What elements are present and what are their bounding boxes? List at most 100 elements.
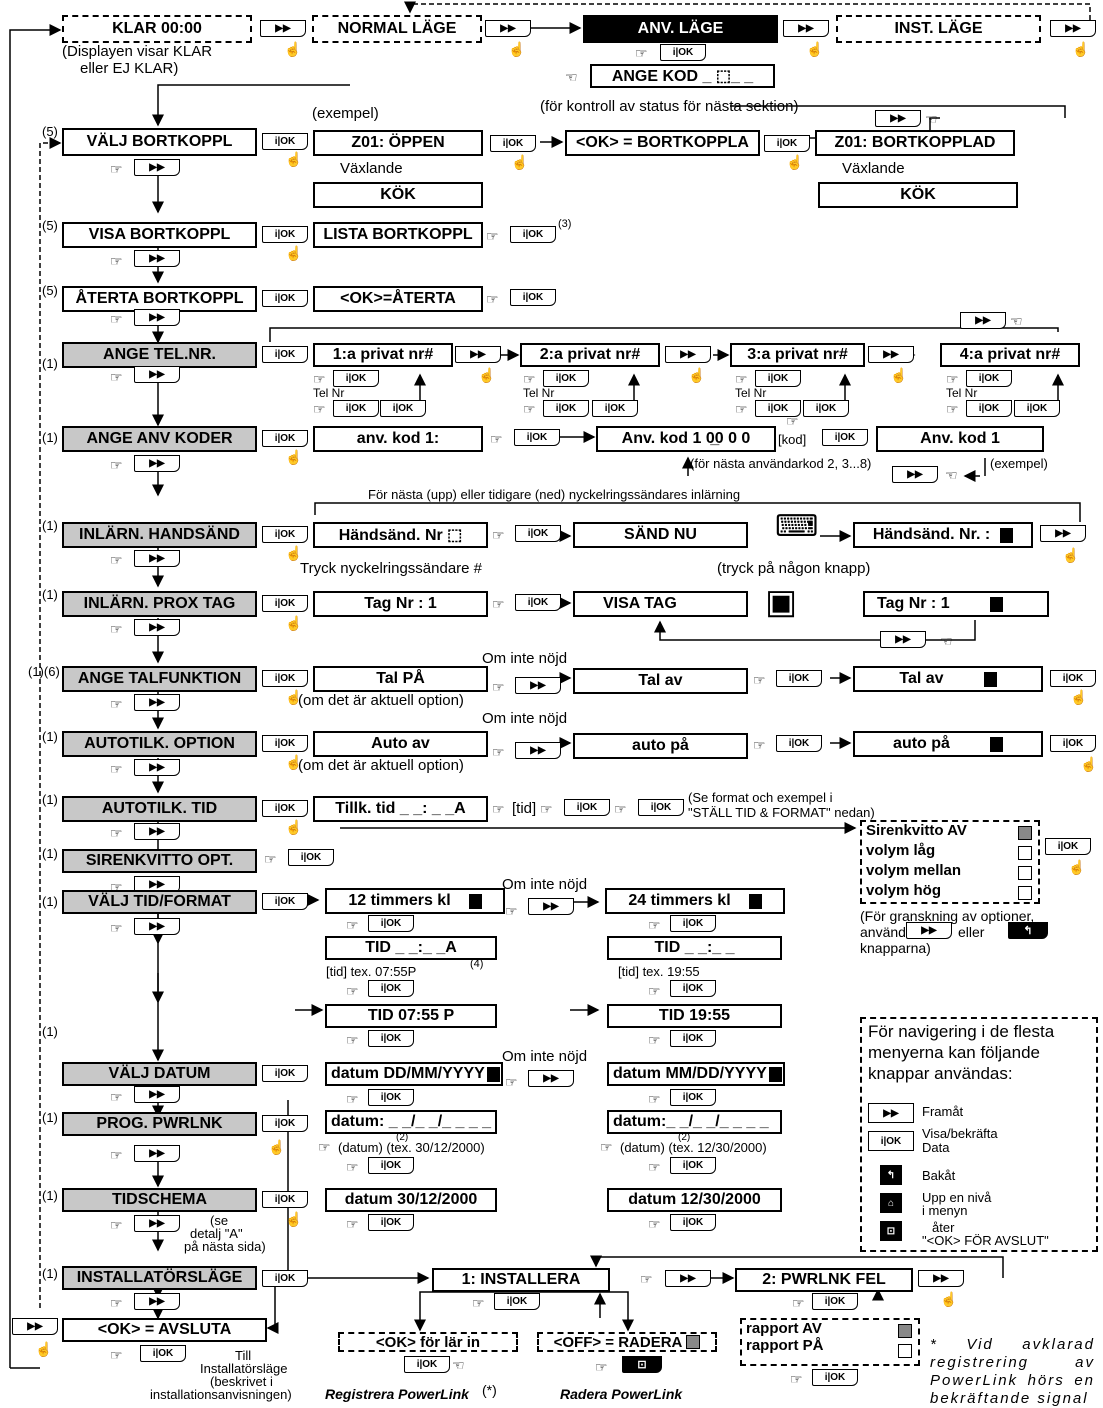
ok-key[interactable]: i|OK [822, 429, 868, 446]
ok-key[interactable]: i|OK [262, 526, 308, 543]
rapport-checkbox-pa[interactable] [898, 1344, 912, 1358]
ok-key[interactable]: i|OK [368, 1157, 414, 1174]
ok-key[interactable]: i|OK [404, 1356, 450, 1373]
forward-key[interactable]: ▶▶ [665, 346, 711, 363]
siren-option-av[interactable]: Sirenkvitto AV [866, 822, 967, 839]
forward-key[interactable]: ▶▶ [134, 250, 180, 267]
ok-key[interactable]: i|OK [262, 346, 308, 363]
forward-key[interactable]: ▶▶ [515, 677, 561, 694]
ok-key[interactable]: i|OK [262, 133, 308, 150]
ok-key[interactable]: i|OK [670, 1157, 716, 1174]
ok-key[interactable]: i|OK [812, 1293, 858, 1310]
forward-key[interactable]: ▶▶ [868, 346, 914, 363]
forward-key[interactable]: ▶▶ [455, 346, 501, 363]
rapport-pa[interactable]: rapport PÅ [746, 1337, 918, 1354]
forward-key[interactable]: ▶▶ [260, 20, 306, 37]
ok-key[interactable]: i|OK [543, 400, 589, 417]
ok-key[interactable]: i|OK [966, 400, 1012, 417]
ok-key[interactable]: i|OK [368, 915, 414, 932]
ok-key[interactable]: i|OK [262, 670, 308, 687]
forward-key[interactable]: ▶▶ [134, 1145, 180, 1162]
forward-key[interactable]: ▶▶ [134, 1215, 180, 1232]
ok-key[interactable]: i|OK [262, 735, 308, 752]
ok-key[interactable]: i|OK [755, 370, 801, 387]
siren-checkbox-mellan[interactable] [1018, 866, 1032, 880]
ok-key[interactable]: i|OK [764, 135, 810, 152]
ok-key[interactable]: i|OK [262, 1115, 308, 1132]
forward-key[interactable]: ▶▶ [875, 110, 921, 127]
siren-checkbox-lag[interactable] [1018, 846, 1032, 860]
forward-key[interactable]: ▶▶ [134, 159, 180, 176]
ok-key[interactable]: i|OK [510, 226, 556, 243]
ok-key[interactable]: i|OK [515, 594, 561, 611]
forward-key[interactable]: ▶▶ [134, 366, 180, 383]
forward-key[interactable]: ▶▶ [134, 1086, 180, 1103]
ok-key[interactable]: i|OK [670, 1030, 716, 1047]
forward-key[interactable]: ▶▶ [783, 20, 829, 37]
forward-key[interactable]: ▶▶ [134, 759, 180, 776]
rapport-av[interactable]: rapport AV [746, 1320, 918, 1337]
ok-key[interactable]: i|OK [333, 370, 379, 387]
forward-key[interactable]: ▶▶ [134, 550, 180, 567]
ok-key[interactable]: i|OK [288, 849, 334, 866]
ok-key[interactable]: i|OK [670, 1214, 716, 1231]
ok-key[interactable]: i|OK [380, 400, 426, 417]
ok-key[interactable]: i|OK [966, 370, 1012, 387]
ok-key[interactable]: i|OK [262, 893, 308, 910]
ok-key[interactable]: i|OK [140, 1345, 186, 1362]
forward-key[interactable]: ▶▶ [880, 631, 926, 648]
siren-checkbox-hog[interactable] [1018, 886, 1032, 900]
ok-key[interactable]: i|OK [515, 525, 561, 542]
forward-key[interactable]: ▶▶ [906, 922, 952, 939]
forward-key[interactable]: ▶▶ [134, 455, 180, 472]
forward-key[interactable]: ▶▶ [960, 312, 1006, 329]
forward-key[interactable]: ▶▶ [1040, 525, 1086, 542]
ok-key[interactable]: i|OK [564, 799, 610, 816]
ok-key[interactable]: i|OK [262, 430, 308, 447]
ok-key[interactable]: i|OK [670, 980, 716, 997]
ok-key[interactable]: i|OK [494, 1293, 540, 1310]
siren-option-mellan[interactable]: volym mellan [866, 862, 961, 879]
ok-key[interactable]: i|OK [262, 1270, 308, 1287]
forward-key[interactable]: ▶▶ [528, 898, 574, 915]
forward-key[interactable]: ▶▶ [515, 742, 561, 759]
siren-option-lag[interactable]: volym låg [866, 842, 935, 859]
ok-key[interactable]: i|OK [368, 1214, 414, 1231]
ok-key[interactable]: i|OK [262, 800, 308, 817]
ok-key[interactable]: i|OK [660, 44, 706, 61]
ok-key[interactable]: i|OK [1045, 838, 1091, 855]
ok-key[interactable]: i|OK [333, 400, 379, 417]
siren-option-hog[interactable]: volym hög [866, 882, 941, 899]
forward-key[interactable]: ▶▶ [1050, 20, 1096, 37]
back-key[interactable]: ↰ [1008, 922, 1048, 939]
ok-key[interactable]: i|OK [543, 370, 589, 387]
forward-key[interactable]: ▶▶ [528, 1070, 574, 1087]
ok-key[interactable]: i|OK [514, 429, 560, 446]
ok-key[interactable]: i|OK [262, 226, 308, 243]
ok-key[interactable]: i|OK [638, 799, 684, 816]
ok-key[interactable]: i|OK [1014, 400, 1060, 417]
forward-key[interactable]: ▶▶ [485, 20, 531, 37]
forward-key[interactable]: ▶▶ [134, 309, 180, 326]
forward-key[interactable]: ▶▶ [134, 918, 180, 935]
ok-key[interactable]: i|OK [262, 595, 308, 612]
forward-key[interactable]: ▶▶ [918, 1270, 964, 1287]
ok-key[interactable]: i|OK [1050, 735, 1096, 752]
rapport-checkbox-av[interactable] [898, 1324, 912, 1338]
ok-key[interactable]: i|OK [368, 980, 414, 997]
ok-key[interactable]: i|OK [670, 1089, 716, 1106]
ok-key[interactable]: i|OK [812, 1369, 858, 1386]
forward-key[interactable]: ▶▶ [134, 1293, 180, 1310]
ok-key[interactable]: i|OK [368, 1030, 414, 1047]
ok-key[interactable]: i|OK [776, 735, 822, 752]
forward-key[interactable]: ▶▶ [665, 1270, 711, 1287]
ok-key[interactable]: i|OK [262, 1065, 308, 1082]
ok-key[interactable]: i|OK [490, 135, 536, 152]
ok-key[interactable]: i|OK [1050, 670, 1096, 687]
ok-key[interactable]: i|OK [262, 290, 308, 307]
forward-key[interactable]: ▶▶ [892, 466, 938, 483]
ok-key[interactable]: i|OK [803, 400, 849, 417]
forward-key[interactable]: ▶▶ [12, 1318, 58, 1335]
ok-key[interactable]: i|OK [670, 915, 716, 932]
ok-key[interactable]: i|OK [776, 670, 822, 687]
